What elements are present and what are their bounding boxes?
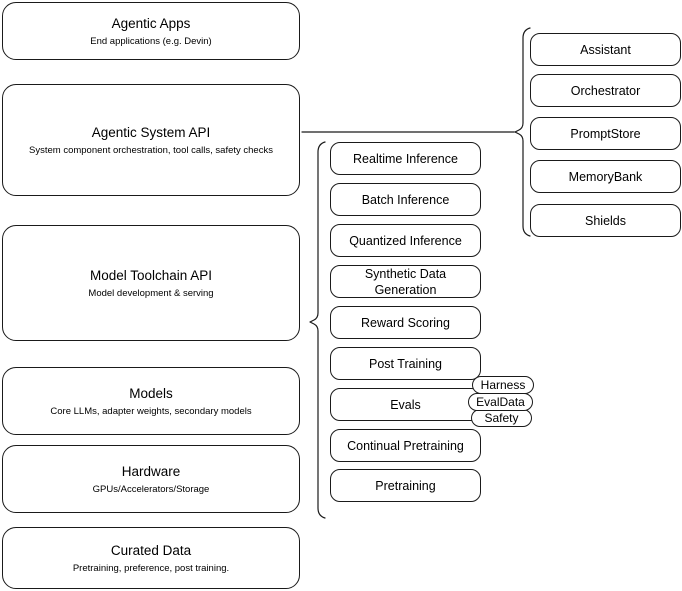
capability-label: Synthetic Data Generation xyxy=(364,266,447,297)
capability-synthetic-data-generation[interactable]: Synthetic Data Generation xyxy=(330,265,481,298)
component-label: MemoryBank xyxy=(568,169,643,184)
layer-models[interactable]: Models Core LLMs, adapter weights, secon… xyxy=(2,367,300,435)
capability-evals[interactable]: Evals xyxy=(330,388,481,421)
capability-label: Pretraining xyxy=(375,478,436,493)
capability-label: Post Training xyxy=(369,356,442,371)
evals-pill-evaldata[interactable]: EvalData xyxy=(468,393,533,411)
brace-agentic-system-components xyxy=(514,27,531,237)
brace-model-toolchain-capabilities xyxy=(309,141,326,519)
layer-subtitle: Pretraining, preference, post training. xyxy=(72,562,230,574)
capability-quantized-inference[interactable]: Quantized Inference xyxy=(330,224,481,257)
capability-realtime-inference[interactable]: Realtime Inference xyxy=(330,142,481,175)
capability-label: Continual Pretraining xyxy=(347,438,464,453)
layer-title: Curated Data xyxy=(110,542,192,558)
layer-title: Models xyxy=(129,385,173,401)
capability-pretraining[interactable]: Pretraining xyxy=(330,469,481,502)
component-label: Shields xyxy=(585,213,626,228)
evals-pill-label: EvalData xyxy=(476,395,525,409)
layer-subtitle: Core LLMs, adapter weights, secondary mo… xyxy=(50,405,252,417)
layer-title: Hardware xyxy=(121,463,181,479)
layer-hardware[interactable]: Hardware GPUs/Accelerators/Storage xyxy=(2,445,300,513)
capability-post-training[interactable]: Post Training xyxy=(330,347,481,380)
capability-label: Batch Inference xyxy=(361,192,450,207)
layer-title: Model Toolchain API xyxy=(89,267,213,283)
evals-pill-label: Safety xyxy=(484,411,519,425)
component-orchestrator[interactable]: Orchestrator xyxy=(530,74,681,107)
evals-pill-safety[interactable]: Safety xyxy=(471,409,532,427)
capability-label: Reward Scoring xyxy=(361,315,450,330)
capability-continual-pretraining[interactable]: Continual Pretraining xyxy=(330,429,481,462)
component-label: Assistant xyxy=(580,42,631,57)
capability-label: Realtime Inference xyxy=(353,151,458,166)
layer-subtitle: System component orchestration, tool cal… xyxy=(29,144,273,156)
evals-pill-harness[interactable]: Harness xyxy=(472,376,534,394)
component-label: Orchestrator xyxy=(570,83,641,98)
capability-label: Quantized Inference xyxy=(349,233,462,248)
layer-curated-data[interactable]: Curated Data Pretraining, preference, po… xyxy=(2,527,300,589)
component-memorybank[interactable]: MemoryBank xyxy=(530,160,681,193)
component-promptstore[interactable]: PromptStore xyxy=(530,117,681,150)
component-shields[interactable]: Shields xyxy=(530,204,681,237)
layer-agentic-system-api[interactable]: Agentic System API System component orch… xyxy=(2,84,300,196)
layer-model-toolchain-api[interactable]: Model Toolchain API Model development & … xyxy=(2,225,300,341)
layer-subtitle: Model development & serving xyxy=(88,287,214,299)
layer-subtitle: GPUs/Accelerators/Storage xyxy=(92,483,210,495)
component-assistant[interactable]: Assistant xyxy=(530,33,681,66)
layer-agentic-apps[interactable]: Agentic Apps End applications (e.g. Devi… xyxy=(2,2,300,60)
capability-batch-inference[interactable]: Batch Inference xyxy=(330,183,481,216)
capability-reward-scoring[interactable]: Reward Scoring xyxy=(330,306,481,339)
capability-label: Evals xyxy=(390,397,421,412)
evals-pill-label: Harness xyxy=(480,378,526,392)
layer-title: Agentic System API xyxy=(91,124,211,140)
layer-subtitle: End applications (e.g. Devin) xyxy=(90,35,212,47)
component-label: PromptStore xyxy=(570,126,641,141)
layer-title: Agentic Apps xyxy=(111,15,191,31)
